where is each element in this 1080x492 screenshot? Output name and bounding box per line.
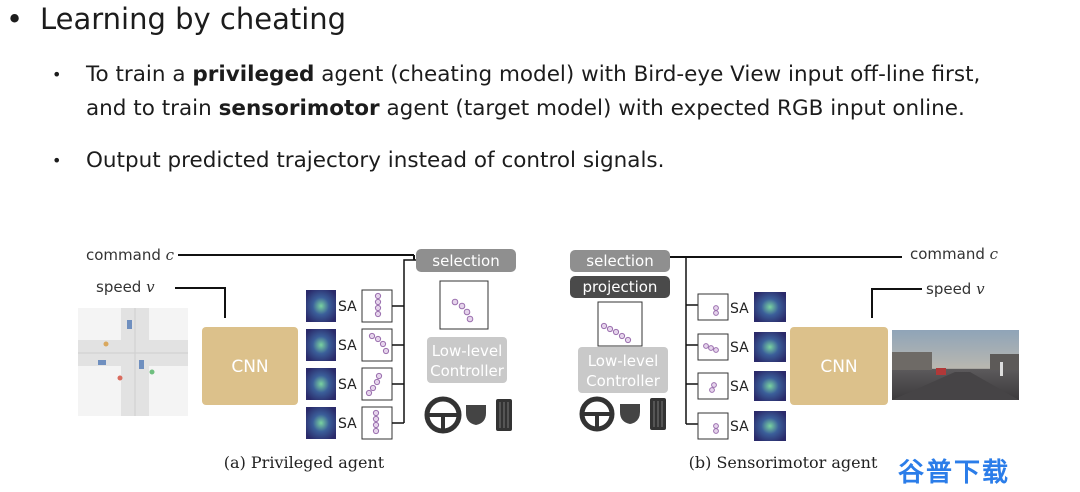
bullet-2-text: Output predicted trajectory instead of c…: [86, 148, 665, 173]
right-speed-label: speed v: [926, 280, 985, 298]
right-brake-pedal-icon: [620, 404, 640, 424]
left-caption: (a) Privileged agent: [224, 453, 385, 472]
right-controller-line-1: Low-level: [588, 352, 659, 370]
left-selection-label: selection: [432, 252, 499, 270]
left-sa-label-4: SA: [338, 416, 357, 432]
bullet-1-line-2: and to train sensorimotor agent (target …: [86, 96, 965, 121]
left-command-label: command c: [86, 246, 175, 264]
right-controller-line-2: Controller: [586, 372, 661, 390]
left-sa-label-1: SA: [338, 299, 357, 315]
left-sa-rows: SA SA SA SA: [306, 289, 393, 440]
right-sa-label-1: SA: [730, 301, 749, 317]
left-cnn-label: CNN: [231, 357, 268, 377]
sensorimotor-agent-diagram: selection projection Low-level Controlle…: [570, 245, 1019, 472]
bev-map-image: [78, 308, 188, 416]
rgb-camera-image: [892, 330, 1019, 400]
left-selection-pill: [416, 249, 516, 272]
left-throttle-pedal-icon: [496, 399, 512, 431]
left-sa-label-3: SA: [338, 377, 357, 393]
right-sa-label-2: SA: [730, 340, 749, 356]
right-steering-wheel-icon: [579, 396, 615, 432]
left-controller-line-1: Low-level: [432, 342, 503, 360]
right-cnn-label: CNN: [820, 357, 857, 377]
right-sa-label-4: SA: [730, 419, 749, 435]
left-speed-label: speed v: [96, 278, 155, 296]
right-projection-label: projection: [583, 278, 658, 296]
right-selection-label: selection: [586, 252, 653, 270]
right-command-label: command c: [910, 245, 999, 263]
left-steering-wheel-icon: [424, 396, 462, 434]
left-brake-pedal-icon: [466, 405, 486, 425]
left-cnn-block: [202, 327, 298, 405]
right-throttle-pedal-icon: [650, 398, 666, 430]
watermark-logo: 谷普下载: [898, 458, 1011, 488]
slide-heading: • Learning by cheating: [6, 2, 346, 36]
right-sa-rows: SA SA SA SA: [697, 292, 786, 441]
bullet-dot: •: [6, 2, 24, 36]
right-cnn-block: [790, 327, 888, 405]
heading-text: Learning by cheating: [40, 2, 347, 36]
left-sa-label-2: SA: [338, 338, 357, 354]
right-projection-pill: [570, 276, 670, 298]
bullet-1-line-1: To train a privileged agent (cheating mo…: [86, 62, 981, 87]
right-sa-label-3: SA: [730, 379, 749, 395]
right-caption: (b) Sensorimotor agent: [689, 453, 878, 472]
right-selection-pill: [570, 250, 670, 272]
right-controller-block: [578, 347, 668, 393]
left-controller-line-2: Controller: [430, 362, 505, 380]
left-controller-block: [427, 337, 507, 383]
privileged-agent-diagram: command c speed v CNN S: [78, 246, 516, 472]
